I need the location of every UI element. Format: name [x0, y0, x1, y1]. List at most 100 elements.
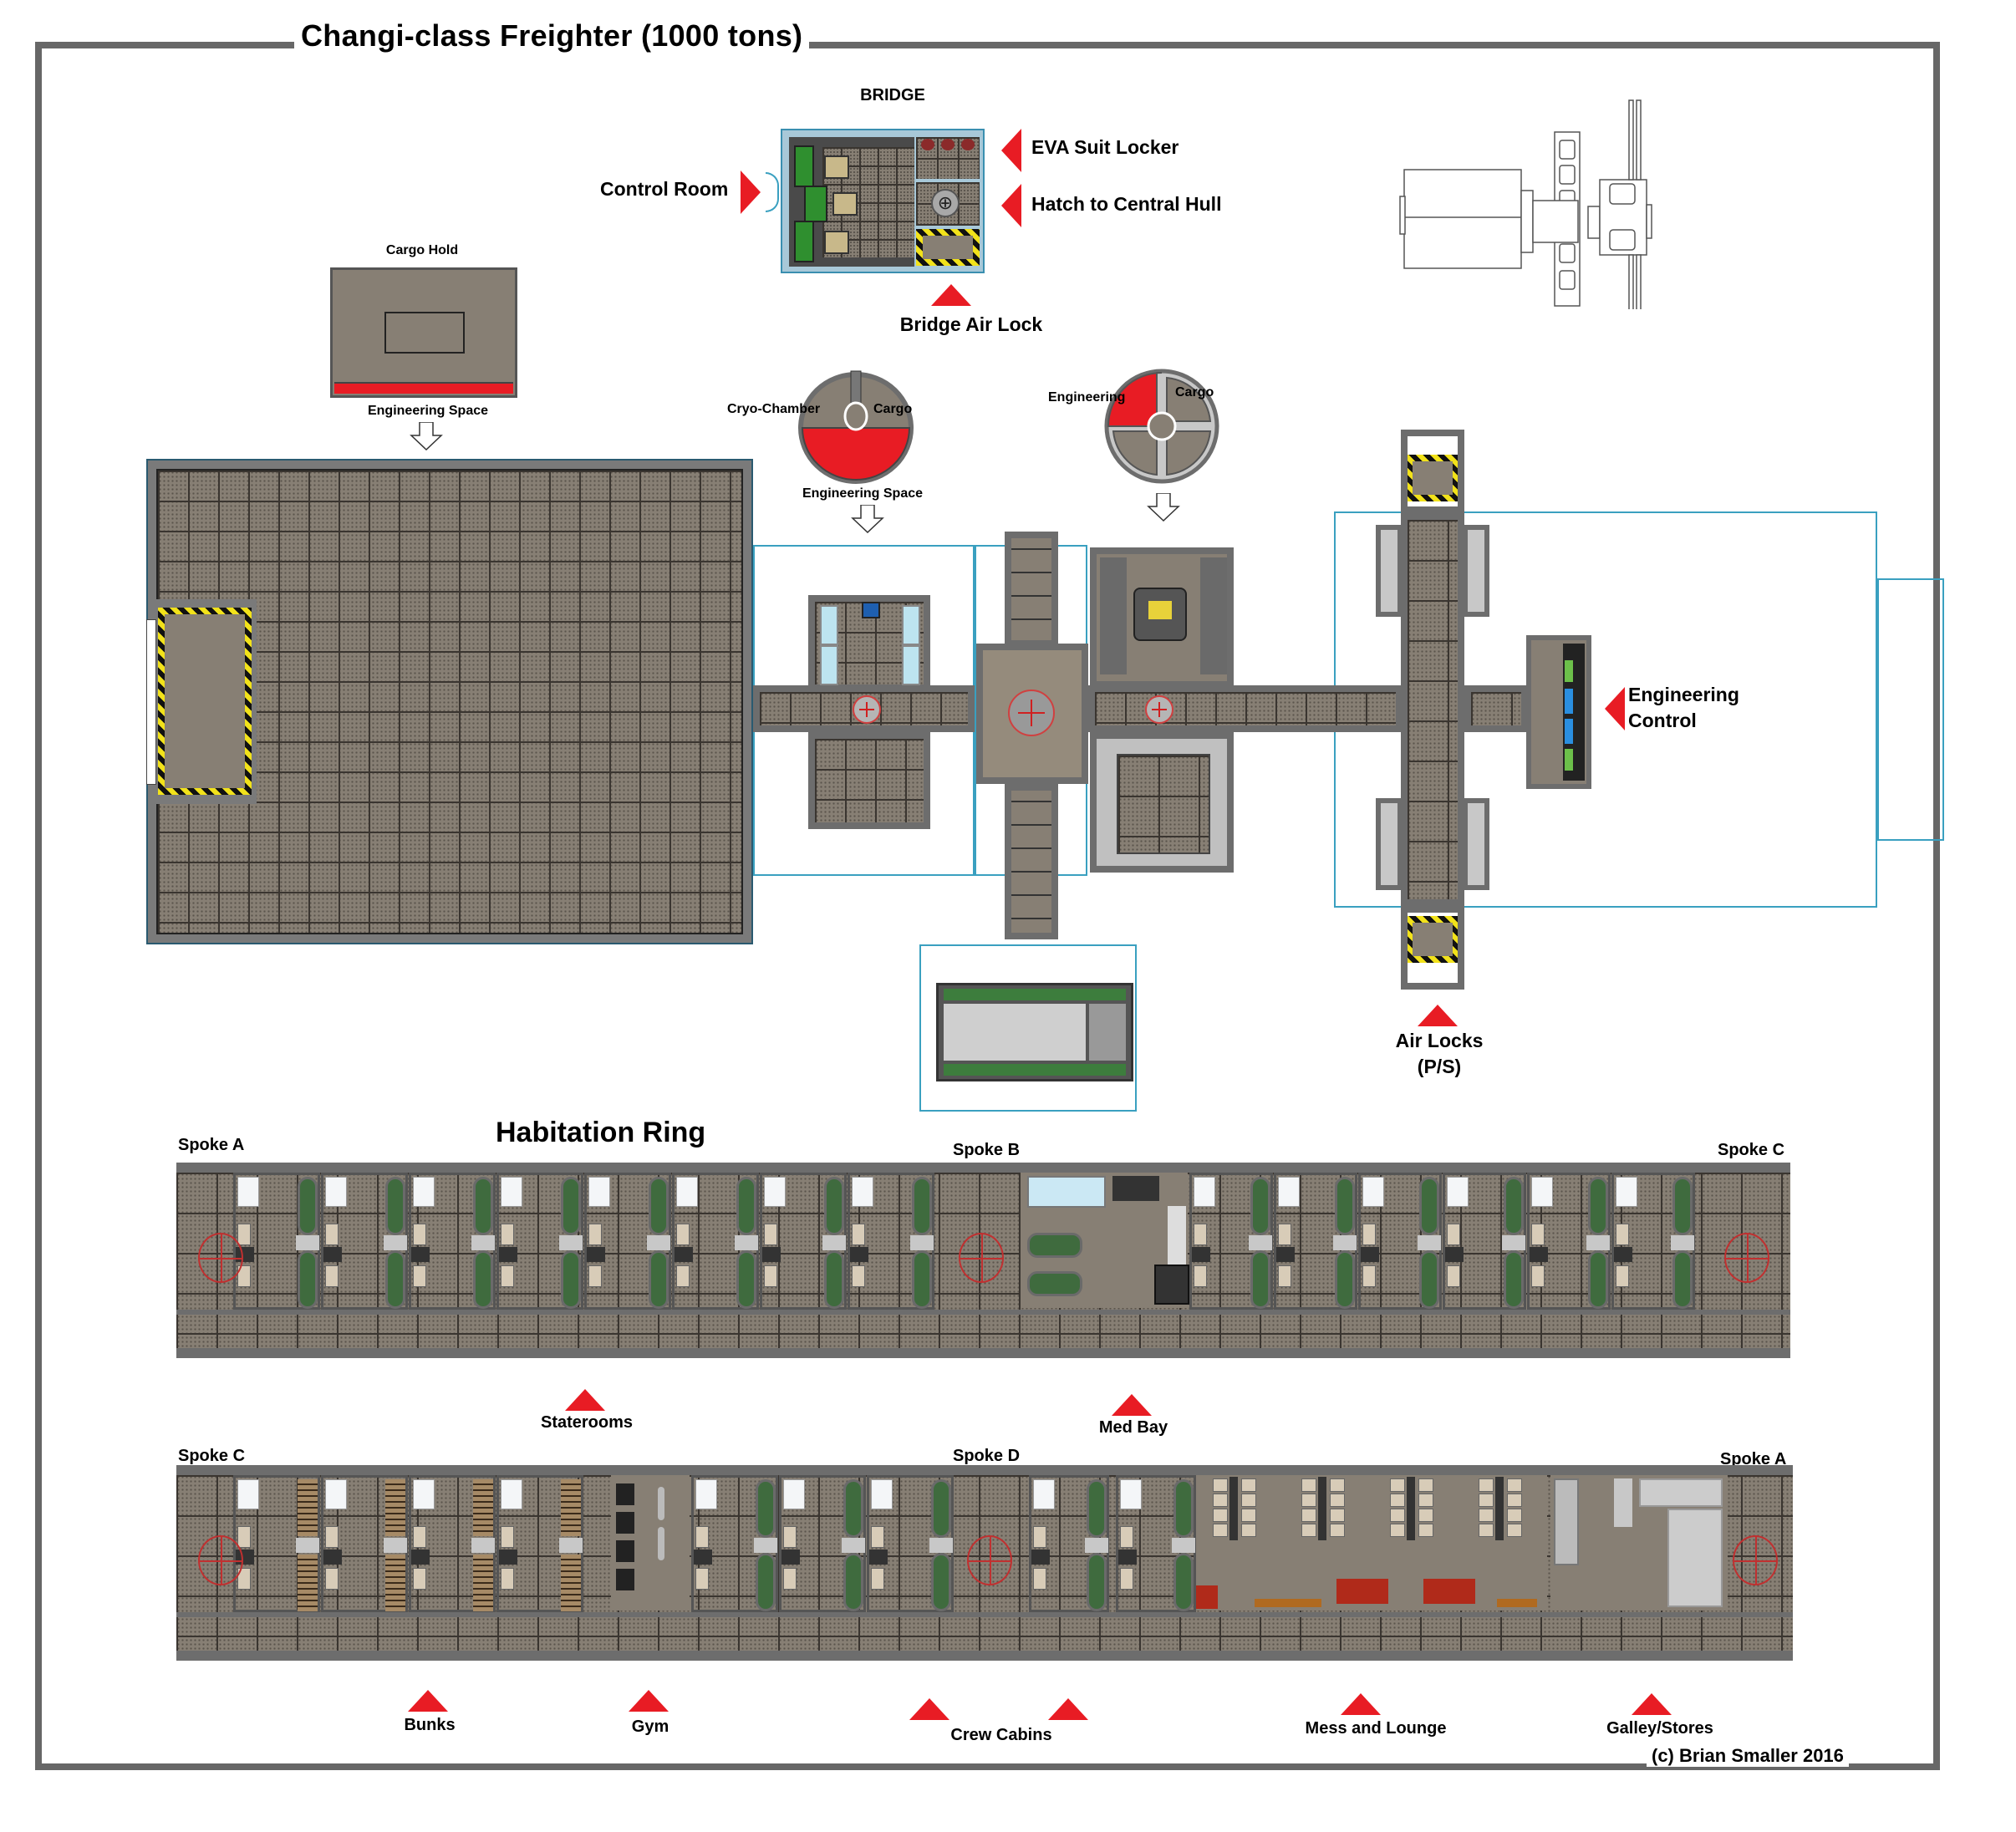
mess-chair-icon: [1213, 1478, 1228, 1492]
mess-chair-icon: [1330, 1524, 1345, 1537]
gym-label: Gym: [631, 1718, 669, 1736]
spoke-hatch-icon[interactable]: [1733, 1535, 1778, 1585]
bed-icon: [756, 1553, 776, 1611]
upper-spoke-label-a: Spoke A: [178, 1136, 245, 1154]
habitation-ring-lower-strip[interactable]: [176, 1465, 1793, 1661]
chair-icon: [237, 1265, 251, 1287]
copyright-text: (c) Brian Smaller 2016: [1647, 1745, 1849, 1767]
habitation-ring-upper-strip[interactable]: [176, 1163, 1790, 1358]
desk-icon: [1530, 1247, 1548, 1262]
engineering-module-diagram[interactable]: [1103, 368, 1220, 485]
nightstand-icon: [1418, 1235, 1441, 1250]
eva-suit-locker-label: EVA Suit Locker: [1031, 136, 1179, 158]
mess-chair-icon: [1418, 1509, 1433, 1522]
chair-icon: [695, 1526, 709, 1548]
spoke-hatch-icon[interactable]: [1724, 1233, 1769, 1283]
bunk-icon: [561, 1479, 581, 1536]
toilet-icon: [1194, 1177, 1215, 1207]
hull-outline-thruster: [1877, 578, 1944, 841]
gym-treadmill: [616, 1512, 634, 1534]
upper-spoke-label-b: Spoke B: [953, 1141, 1021, 1159]
reactor-core: [1133, 588, 1187, 641]
toilet-icon: [501, 1479, 522, 1509]
callout-arrow-up-icon: [931, 284, 971, 306]
storage-locker: [1463, 525, 1489, 617]
bridge-module[interactable]: ⊕: [781, 129, 985, 273]
mess-chair-icon: [1390, 1478, 1405, 1492]
central-hull-hatch-icon[interactable]: ⊕: [931, 189, 960, 217]
bed-icon: [1335, 1250, 1355, 1309]
galley-pod[interactable]: [936, 983, 1133, 1081]
desk-icon: [1614, 1247, 1632, 1262]
mess-chair-icon: [1390, 1509, 1405, 1522]
engineering-control-room[interactable]: [1526, 635, 1591, 789]
cabin-module: [233, 1173, 320, 1310]
schematic-ring-pod: [1559, 270, 1576, 290]
chair-icon: [413, 1224, 426, 1245]
spoke-hatch-icon[interactable]: [967, 1535, 1012, 1585]
airlock-starboard[interactable]: [1406, 916, 1459, 963]
galley-stove: [1554, 1478, 1579, 1565]
cargo-hold-module[interactable]: [330, 267, 517, 398]
med-bay[interactable]: [1021, 1173, 1189, 1308]
bed-icon: [1419, 1177, 1439, 1235]
desk-icon: [587, 1247, 605, 1262]
spoke-hatch-icon[interactable]: [959, 1233, 1004, 1283]
engineering-hatch-icon[interactable]: [1145, 695, 1173, 724]
gym[interactable]: [611, 1475, 690, 1611]
spoke-hatch-icon[interactable]: [198, 1535, 243, 1585]
air-locks-label-line2: (P/S): [1417, 1056, 1462, 1077]
chair-icon: [588, 1265, 602, 1287]
bed-icon: [561, 1177, 581, 1235]
callout-arrow-up-icon: [1418, 1005, 1458, 1026]
mess-and-lounge-label: Mess and Lounge: [1305, 1719, 1447, 1738]
galley-stores[interactable]: [1550, 1475, 1728, 1611]
callout-arrow-up-icon: [1341, 1693, 1381, 1715]
cargo-hold-hatch: [384, 312, 465, 354]
eng-quadrant: [1112, 430, 1158, 476]
desk-icon: [323, 1247, 342, 1262]
mess-and-lounge[interactable]: [1196, 1475, 1547, 1611]
cabin-module: [496, 1173, 583, 1310]
schematic-ring-pod: [1559, 165, 1576, 185]
cargo-loading-ramp[interactable]: [158, 608, 252, 795]
mess-chair-icon: [1241, 1478, 1256, 1492]
airlock-port[interactable]: [1406, 455, 1459, 501]
bed-icon: [1087, 1553, 1107, 1611]
cryo-section-hatch-icon[interactable]: [853, 695, 881, 724]
schematic-collar: [1520, 190, 1534, 253]
cargo-bay-door-outer: [146, 619, 156, 785]
cryo-bay-upper[interactable]: [808, 595, 930, 691]
cabin-module: [779, 1475, 866, 1612]
mess-chair-icon: [1213, 1494, 1228, 1507]
cargo-hold-label: Cargo Hold: [385, 243, 459, 257]
bed-icon: [912, 1177, 932, 1235]
mess-chair-icon: [1241, 1494, 1256, 1507]
callout-arrow-up-icon: [565, 1389, 605, 1411]
upper-corridor-divider: [176, 1310, 1790, 1315]
engineering-cargo-bay[interactable]: [1090, 732, 1234, 873]
chair-icon: [783, 1568, 797, 1590]
spoke-hatch-icon[interactable]: [198, 1233, 243, 1283]
chair-icon: [1278, 1265, 1291, 1287]
med-bay-scanner: [1027, 1176, 1106, 1208]
pod-machinery-top: [944, 989, 1126, 1000]
chair-icon: [1033, 1568, 1046, 1590]
toilet-icon: [413, 1177, 435, 1207]
mess-chair-icon: [1213, 1524, 1228, 1537]
mess-chair-icon: [1418, 1478, 1433, 1492]
nightstand-icon: [296, 1538, 319, 1553]
cabin-module: [848, 1173, 934, 1310]
reactor-room[interactable]: [1090, 547, 1234, 688]
nightstand-icon: [754, 1538, 777, 1553]
chair-icon: [1120, 1526, 1133, 1548]
gym-treadmill: [616, 1540, 634, 1562]
cryo-module-diagram[interactable]: [797, 368, 914, 485]
eva-suit-locker-room: [916, 137, 980, 179]
main-cargo-hold[interactable]: [146, 459, 753, 944]
down-arrow-icon: [851, 505, 884, 533]
bed-icon: [1672, 1177, 1693, 1235]
schematic-airlock-arm: [1628, 254, 1634, 309]
desk-icon: [675, 1247, 693, 1262]
central-hub-hatch-icon[interactable]: [1008, 690, 1055, 736]
